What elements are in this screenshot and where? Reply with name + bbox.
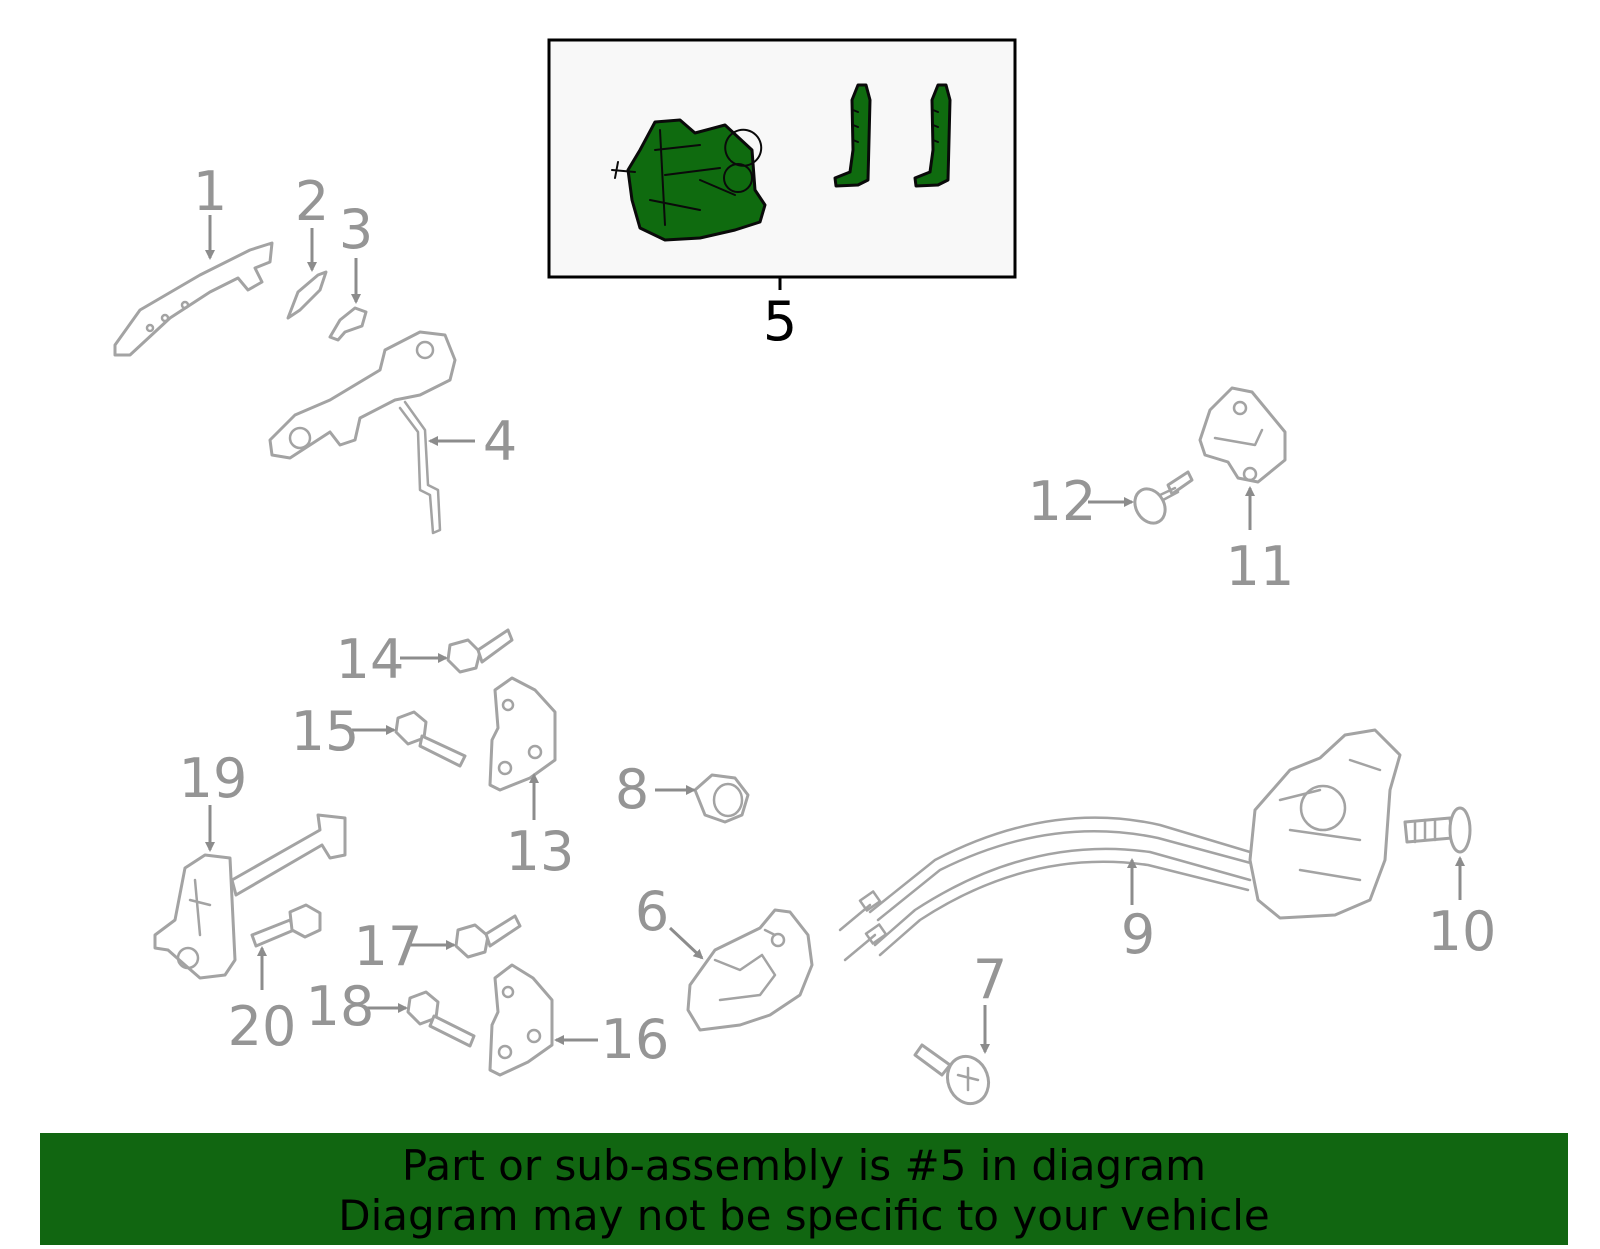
part-17-bolt[interactable] (454, 914, 522, 959)
callout-13[interactable]: 13 (506, 820, 575, 883)
part-8-nut[interactable] (693, 773, 750, 824)
part-1-outside-handle[interactable] (113, 241, 274, 357)
callout-9[interactable]: 9 (1121, 903, 1155, 966)
callout-14[interactable]: 14 (336, 628, 405, 691)
part-3-clip[interactable] (328, 306, 368, 342)
callout-19[interactable]: 19 (179, 747, 248, 810)
part-19-door-check[interactable] (153, 813, 347, 980)
part-10-bolt[interactable] (1403, 806, 1472, 854)
callout-10[interactable]: 10 (1428, 900, 1497, 963)
callout-17[interactable]: 17 (354, 915, 423, 978)
part-14-bolt[interactable] (446, 628, 514, 674)
callout-18[interactable]: 18 (306, 975, 375, 1038)
part-20-bolt[interactable] (250, 903, 322, 948)
callout-16[interactable]: 16 (601, 1008, 670, 1071)
banner-line-2: Diagram may not be specific to your vehi… (338, 1191, 1270, 1240)
callout-6[interactable]: 6 (635, 880, 669, 943)
callout-8[interactable]: 8 (615, 758, 649, 821)
part-15-bolt[interactable] (394, 710, 467, 768)
part-7-screw[interactable] (913, 1043, 995, 1109)
callout-20[interactable]: 20 (228, 995, 297, 1058)
callout-1[interactable]: 1 (193, 160, 227, 223)
part-6-latch-cover[interactable] (686, 908, 814, 1032)
callout-2[interactable]: 2 (295, 170, 329, 233)
callout-11[interactable]: 11 (1226, 535, 1295, 598)
door-lock-actuator-highlight (611, 118, 767, 242)
part-18-bolt[interactable] (406, 990, 476, 1048)
part-9-cables[interactable] (838, 816, 1262, 962)
door-latch-assembly[interactable] (1248, 728, 1402, 920)
callout-15[interactable]: 15 (291, 700, 360, 763)
callout-3[interactable]: 3 (339, 198, 373, 261)
part-2-handle-pad[interactable] (286, 270, 328, 320)
callout-5[interactable]: 5 (763, 290, 797, 353)
lock-rod-highlight-1 (833, 83, 872, 188)
highlight-box-part-5[interactable] (547, 38, 1017, 290)
info-banner: Part or sub-assembly is #5 in diagram Di… (40, 1133, 1568, 1245)
part-13-hinge[interactable] (488, 676, 557, 792)
callout-7[interactable]: 7 (973, 948, 1007, 1011)
part-16-hinge[interactable] (488, 963, 554, 1077)
lock-rod-highlight-2 (913, 83, 952, 188)
callout-12[interactable]: 12 (1028, 470, 1097, 533)
callout-4[interactable]: 4 (483, 410, 517, 473)
part-4-handle-bracket[interactable] (268, 330, 457, 535)
banner-line-1: Part or sub-assembly is #5 in diagram (401, 1141, 1207, 1190)
part-11-striker[interactable] (1198, 386, 1287, 484)
part-12-screw[interactable] (1129, 470, 1194, 529)
